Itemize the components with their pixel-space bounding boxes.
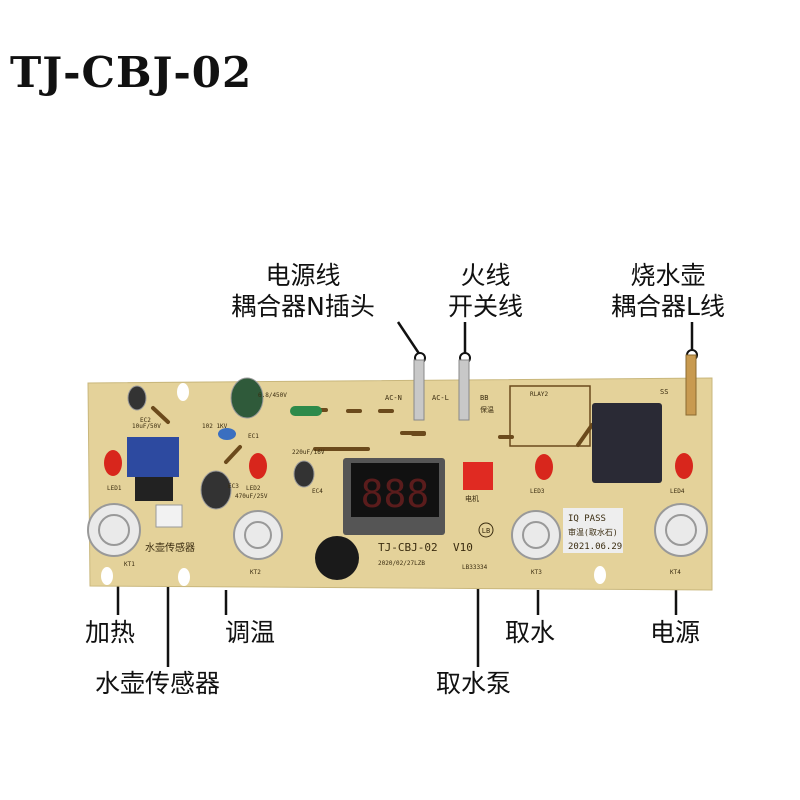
svg-text:RLAY2: RLAY2 bbox=[530, 391, 548, 398]
svg-text:10uF/50V: 10uF/50V bbox=[132, 423, 161, 430]
relay bbox=[592, 403, 662, 483]
svg-text:470uF/25V: 470uF/25V bbox=[235, 493, 268, 500]
callout-heat: 加热 bbox=[85, 618, 136, 647]
svg-text:2020/02/27LZB: 2020/02/27LZB bbox=[378, 560, 425, 567]
touch-springs bbox=[87, 503, 708, 560]
product-title: TJ-CBJ-02 bbox=[10, 48, 253, 97]
seven-segment-display: 888 bbox=[361, 472, 430, 516]
pump-connector bbox=[463, 462, 493, 490]
terminal-ss bbox=[685, 354, 697, 416]
terminal-ac-n bbox=[413, 359, 425, 421]
svg-text:220uF/16V: 220uF/16V bbox=[292, 449, 325, 456]
callout-kettle-l-wire: 烧水壶 耦合器L线 bbox=[611, 261, 725, 321]
svg-text:TJ-CBJ-02: TJ-CBJ-02 bbox=[378, 541, 438, 554]
svg-text:BB: BB bbox=[480, 394, 488, 402]
svg-text:SS: SS bbox=[660, 388, 668, 396]
callout-live-switch: 火线 开关线 bbox=[447, 261, 523, 321]
svg-text:审温(取水石): 审温(取水石) bbox=[568, 527, 618, 537]
svg-text:LB33334: LB33334 bbox=[462, 564, 488, 571]
svg-text:V10: V10 bbox=[453, 541, 473, 554]
svg-text:LED1: LED1 bbox=[107, 485, 122, 492]
svg-text:EC2: EC2 bbox=[140, 417, 151, 424]
svg-text:LED3: LED3 bbox=[530, 488, 545, 495]
callout-water-pump: 取水泵 bbox=[436, 669, 512, 698]
svg-text:EC1: EC1 bbox=[248, 433, 259, 440]
terminal-ac-l bbox=[458, 359, 470, 421]
callout-temp-adjust: 调温 bbox=[225, 618, 276, 647]
svg-text:2021.06.29: 2021.06.29 bbox=[568, 542, 622, 552]
svg-text:LED4: LED4 bbox=[670, 488, 685, 495]
svg-text:EC4: EC4 bbox=[312, 488, 323, 495]
svg-text:AC-N: AC-N bbox=[385, 394, 402, 402]
callout-dispense-water: 取水 bbox=[505, 618, 556, 647]
callout-power: 电源 bbox=[650, 618, 701, 647]
svg-text:水壶传感器: 水壶传感器 bbox=[145, 541, 195, 554]
leds bbox=[104, 450, 693, 480]
svg-text:6.8/450V: 6.8/450V bbox=[258, 392, 287, 399]
svg-text:IQ PASS: IQ PASS bbox=[568, 514, 606, 524]
svg-text:KT1: KT1 bbox=[124, 561, 135, 568]
svg-text:保温: 保温 bbox=[480, 405, 494, 414]
qc-sticker bbox=[563, 508, 623, 553]
svg-text:KT3: KT3 bbox=[531, 569, 542, 576]
svg-text:LED2: LED2 bbox=[246, 485, 261, 492]
svg-text:AC-L: AC-L bbox=[432, 394, 449, 402]
svg-text:KT2: KT2 bbox=[250, 569, 261, 576]
svg-text:LB: LB bbox=[482, 527, 490, 535]
buzzer bbox=[315, 536, 359, 580]
svg-text:KT4: KT4 bbox=[670, 569, 681, 576]
svg-text:电机: 电机 bbox=[465, 494, 479, 503]
svg-text:EC3: EC3 bbox=[228, 483, 239, 490]
callout-kettle-sensor: 水壶传感器 bbox=[95, 669, 221, 698]
svg-text:102 1KV: 102 1KV bbox=[202, 423, 228, 430]
callout-power-n-plug: 电源线 耦合器N插头 bbox=[231, 261, 375, 321]
sensor-connector bbox=[155, 504, 183, 528]
